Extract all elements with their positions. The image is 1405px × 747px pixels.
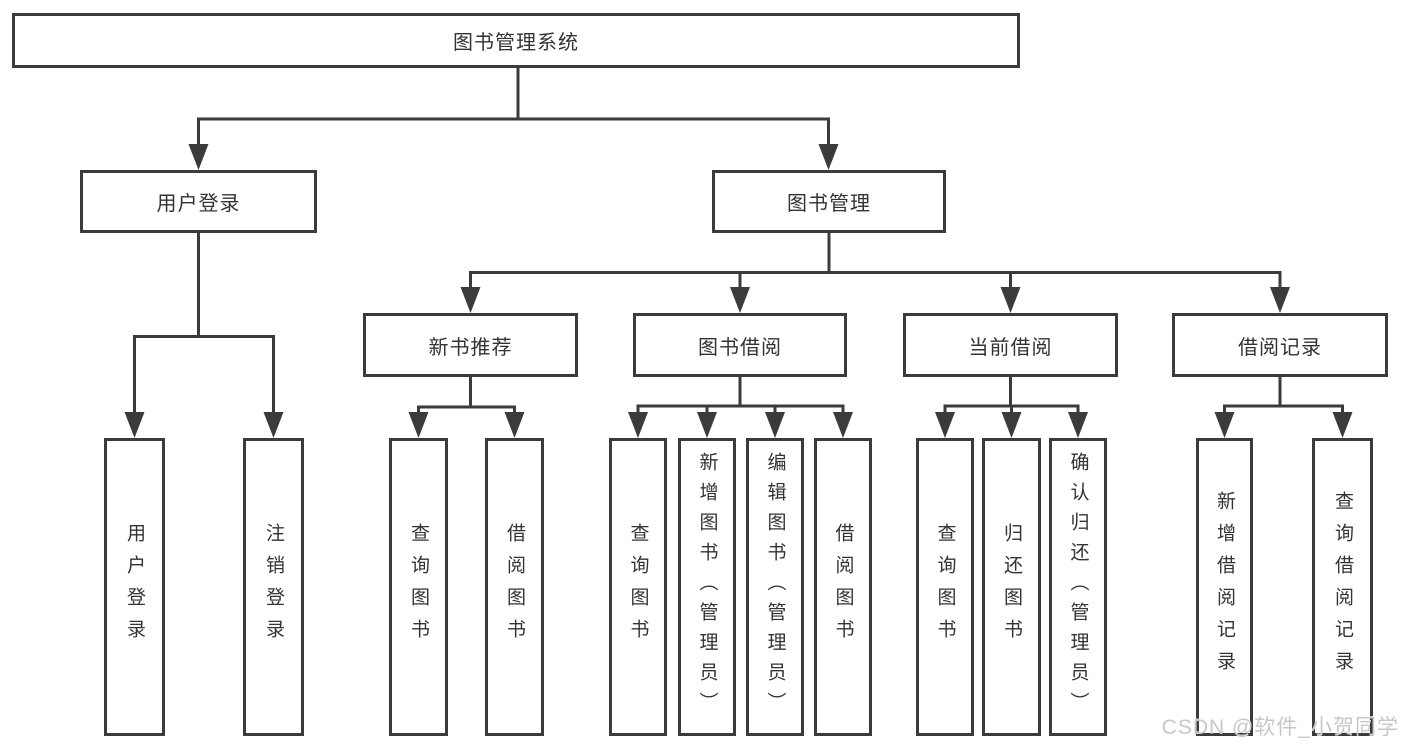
node-leaf-user-login: 用户登录 xyxy=(104,438,165,736)
node-label: 当前借阅 xyxy=(968,336,1053,359)
node-leaf-return-books: 归还图书 xyxy=(982,438,1041,736)
node-label: 借阅图书 xyxy=(832,523,854,651)
node-new-book-recommend: 新书推荐 xyxy=(363,313,578,377)
node-current-borrow: 当前借阅 xyxy=(903,313,1118,377)
connector-user-login-children xyxy=(124,233,284,438)
connector-current-borrow-children xyxy=(935,377,1088,438)
node-label: 归还图书 xyxy=(1001,523,1022,651)
node-label: 图书管理 xyxy=(787,193,871,215)
node-leaf-current-query-books: 查询图书 xyxy=(916,438,974,736)
node-leaf-recommend-borrow-books: 借阅图书 xyxy=(485,438,544,736)
connector-borrow-records-children xyxy=(1214,377,1353,438)
node-label: 编辑图书（管理员） xyxy=(764,452,786,722)
node-leaf-query-borrow-record: 查询借阅记录 xyxy=(1312,438,1373,736)
node-leaf-recommend-query-books: 查询图书 xyxy=(389,438,448,736)
node-leaf-confirm-return-admin: 确认归还（管理员） xyxy=(1049,438,1107,736)
node-label: 借阅记录 xyxy=(1238,336,1322,359)
csdn-watermark: CSDN @软件_小贺同学 xyxy=(1161,716,1399,739)
node-book-management: 图书管理 xyxy=(712,170,946,233)
node-label: 用户登录 xyxy=(124,523,145,651)
node-book-borrow: 图书借阅 xyxy=(633,313,847,377)
node-leaf-add-borrow-record: 新增借阅记录 xyxy=(1196,438,1253,736)
connector-book-borrow-children xyxy=(628,377,853,438)
node-label: 用户登录 xyxy=(156,193,241,215)
node-label: 借阅图书 xyxy=(504,523,525,651)
connector-root-to-level2 xyxy=(188,68,839,170)
node-leaf-add-books-admin: 新增图书（管理员） xyxy=(678,438,736,736)
node-label: 图书借阅 xyxy=(698,336,782,359)
node-label: 新书推荐 xyxy=(428,336,513,359)
node-label: 新增图书（管理员） xyxy=(696,452,718,722)
node-leaf-logout: 注销登录 xyxy=(243,438,304,736)
connector-new-book-recommend-children xyxy=(408,377,525,438)
node-label: 确认归还（管理员） xyxy=(1067,452,1089,722)
node-root: 图书管理系统 xyxy=(12,13,1020,68)
node-borrow-records: 借阅记录 xyxy=(1172,313,1388,377)
node-leaf-borrow-query-books: 查询图书 xyxy=(609,438,667,736)
node-leaf-edit-books-admin: 编辑图书（管理员） xyxy=(746,438,804,736)
node-label: 查询借阅记录 xyxy=(1332,491,1353,683)
node-label: 查询图书 xyxy=(934,523,956,651)
node-label: 新增借阅记录 xyxy=(1214,491,1235,683)
node-label: 查询图书 xyxy=(408,523,429,651)
node-user-login: 用户登录 xyxy=(80,170,317,233)
node-label: 注销登录 xyxy=(263,523,284,651)
node-label: 查询图书 xyxy=(627,523,649,651)
connector-book-management-children xyxy=(460,233,1290,313)
node-leaf-borrow-books: 借阅图书 xyxy=(814,438,872,736)
node-label: 图书管理系统 xyxy=(453,32,579,54)
